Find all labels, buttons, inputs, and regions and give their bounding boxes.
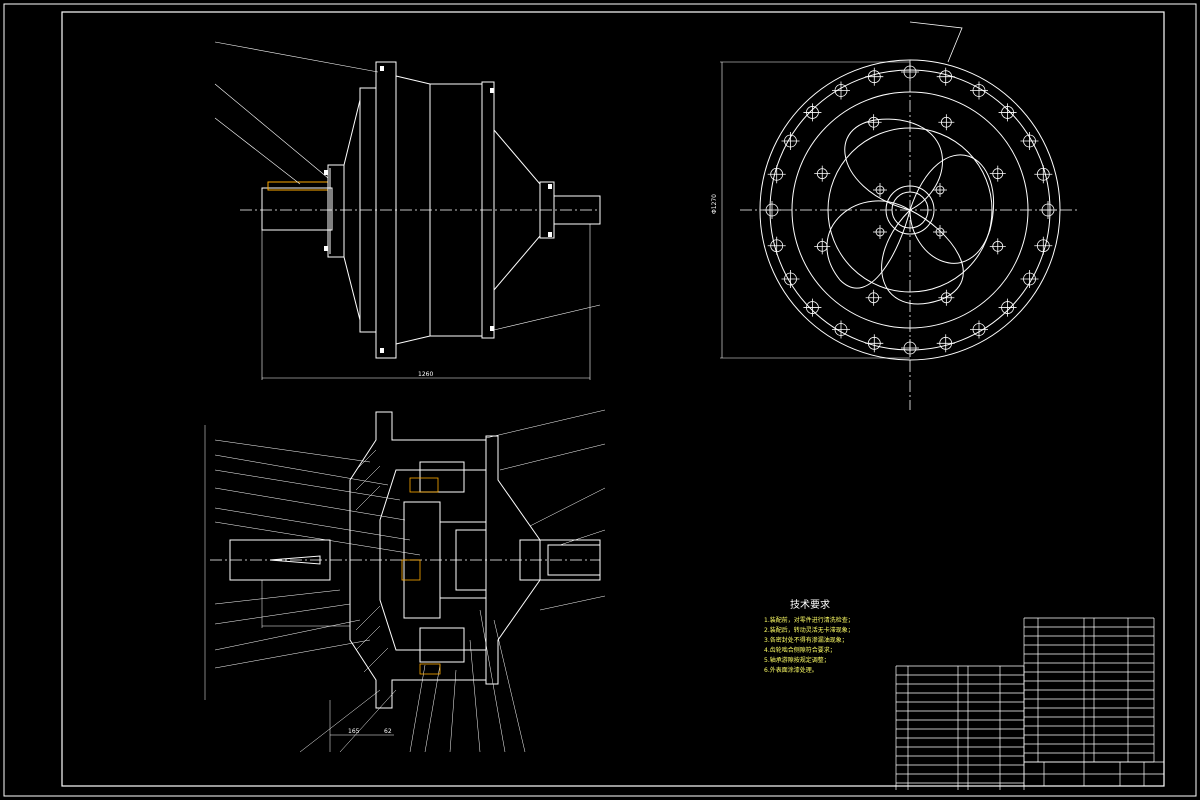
flange-bolt-holes	[763, 63, 1057, 357]
tech-notes-title: 技术要求	[790, 598, 830, 611]
technical-notes: 技术要求 1.装配前，对零件进行清洗检查； 2.装配后，转动灵活无卡滞现象； 3…	[764, 598, 854, 674]
tech-note-line-5: 5.轴承游隙按规定调整；	[764, 656, 830, 664]
tech-note-line-3: 3.各密封处不得有渗漏油现象；	[764, 636, 848, 644]
tech-note-line-4: 4.齿轮啮合侧隙符合要求；	[764, 646, 836, 654]
outer-frame	[3, 3, 1197, 797]
section-view-hatch	[355, 449, 389, 673]
tech-note-line-6: 6.外表面涂漆处理。	[764, 666, 818, 674]
side-elevation-view	[214, 41, 601, 380]
section-view	[204, 409, 606, 753]
flange-diameter-dimension: Φ1270	[711, 194, 718, 214]
tech-note-line-1: 1.装配前，对零件进行清洗检查；	[764, 616, 854, 624]
bottom-width-dimension: 62	[384, 728, 392, 735]
overall-length-dimension: 1260	[418, 371, 433, 378]
section-view-inner-parts	[401, 477, 441, 675]
inner-frame	[61, 11, 1165, 787]
tech-note-line-2: 2.装配后，转动灵活无卡滞现象；	[764, 626, 854, 634]
parts-list-table	[895, 617, 1165, 790]
bottom-offset-dimension: 165	[348, 728, 360, 735]
